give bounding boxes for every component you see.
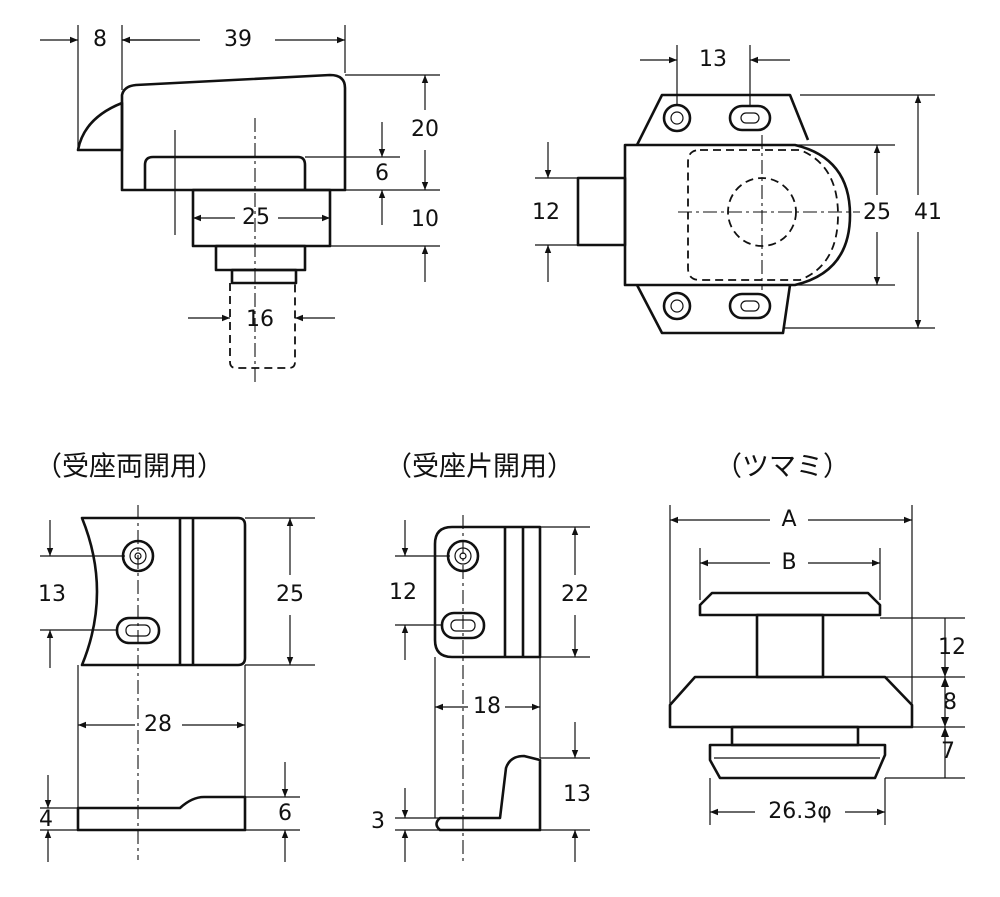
latch-front-view: 8 39 20 6 10 25 16 [40,25,440,382]
title-strike-double: （受座両開用） [35,452,224,483]
title-strike-single: （受座片開用） [385,452,574,483]
dim-slot: 6 [375,161,389,186]
dim-hole-pitch: 13 [699,47,727,72]
dim-height: 25 [276,582,304,607]
dim-h3: 7 [941,739,955,764]
dim-base: 3 [371,809,385,834]
dim-block-width: 25 [242,205,270,230]
dim-step: 6 [278,801,292,826]
dim-lip: 13 [563,782,591,807]
knob-drawing: A B 12 8 7 26.3φ [668,505,966,825]
dim-width: 18 [473,694,501,719]
dim-h2: 8 [943,690,957,715]
dim-a: A [781,507,796,532]
dim-length: 39 [224,27,252,52]
dim-width: 28 [144,712,172,737]
dim-nose: 8 [93,27,107,52]
dim-total-height: 41 [914,200,942,225]
dim-shaft: 16 [246,307,274,332]
latch-side-view: 13 12 25 41 [532,45,942,335]
dim-body-height: 25 [863,200,891,225]
dim-hole-pitch: 13 [38,582,66,607]
dim-height: 22 [561,582,589,607]
dim-base: 4 [39,807,53,832]
title-knob: （ツマミ） [715,452,850,483]
dim-diameter: 26.3φ [768,799,832,824]
dim-h1: 12 [938,635,966,660]
dim-tab: 12 [532,200,560,225]
dim-b: B [781,550,796,575]
strike-single-drawing: 12 22 18 3 13 [371,515,591,862]
dim-hole-pitch: 12 [389,580,417,605]
dim-block-height: 10 [411,207,439,232]
dim-height: 20 [411,117,439,142]
strike-double-drawing: 13 25 28 4 6 [38,505,315,862]
